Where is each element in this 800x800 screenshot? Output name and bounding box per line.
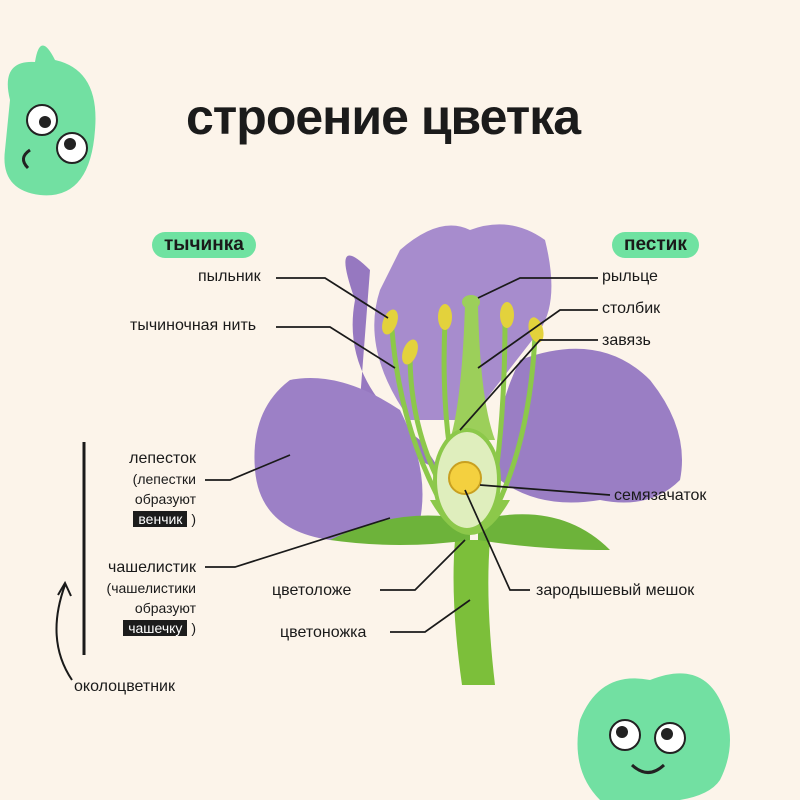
label-filament: тычиночная нить <box>130 317 257 334</box>
mascot-bottom-right <box>577 673 730 800</box>
label-receptacle: цветоложе <box>272 582 352 599</box>
label-stigma: рыльце <box>602 268 658 285</box>
mascot-top-left <box>4 45 96 196</box>
page-title: строение цветка <box>186 89 581 145</box>
sepal-note-1: (чашелистики <box>106 580 196 596</box>
label-ovary: завязь <box>602 332 651 349</box>
label-ovule: семязачаток <box>614 487 707 504</box>
label-petal: лепесток <box>129 450 196 467</box>
petal-note-1: (лепестки <box>132 471 196 487</box>
sepal-note-2: образуют <box>134 600 196 616</box>
label-pedicel: цветоножка <box>280 624 367 641</box>
label-style: столбик <box>602 300 661 317</box>
petal-label-group: лепесток (лепестки образуют венчик ) <box>129 449 196 529</box>
close-paren: ) <box>191 511 196 527</box>
sepal-label-group: чашелистик (чашелистики образуют чашечку… <box>107 558 196 638</box>
label-anther: пыльник <box>198 268 261 285</box>
petal-note-highlight: венчик <box>133 511 188 527</box>
label-embryo-sac: зародышевый мешок <box>536 582 695 599</box>
stamen-badge: тычинка <box>152 232 256 258</box>
close-paren: ) <box>191 620 196 636</box>
pistil <box>433 295 501 532</box>
sepal-note-highlight: чашечку <box>123 620 188 636</box>
pistil-badge: пестик <box>612 232 699 258</box>
label-sepal: чашелистик <box>108 559 196 576</box>
label-perianth: околоцветник <box>74 678 175 695</box>
petals <box>254 224 682 540</box>
petal-note-2: образуют <box>134 491 196 507</box>
leader-lines <box>55 277 611 681</box>
